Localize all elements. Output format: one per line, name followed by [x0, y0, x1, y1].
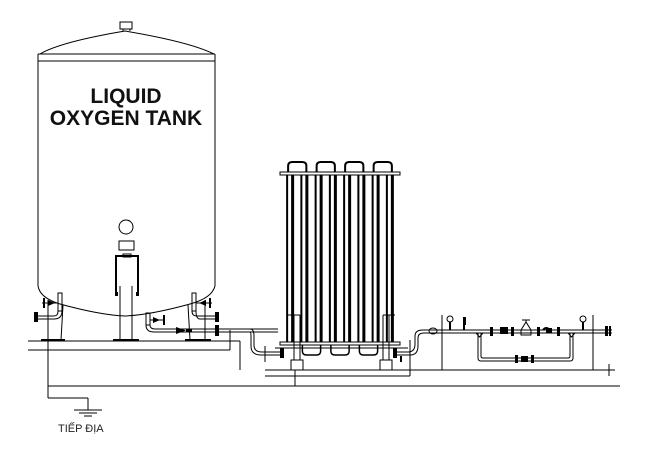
left-tank-valve [34, 292, 63, 322]
left-leg [60, 304, 64, 341]
vaporizer-tube [328, 175, 331, 342]
ground-label: TIẾP ĐỊA [58, 422, 104, 435]
top-nozzle [119, 21, 133, 30]
bottom-u-bend [358, 345, 379, 356]
vaporizer-tube [300, 175, 303, 342]
vaporizer-tube [343, 175, 346, 342]
regulator-station [410, 315, 620, 387]
union-fitting-icon [428, 327, 438, 335]
vaporizer-tube [371, 175, 374, 342]
ambient-vaporizer [279, 161, 401, 356]
vaporizer-tube [314, 175, 317, 342]
right-leg [187, 304, 191, 341]
bottom-u-bend [301, 345, 322, 356]
vaporizer-tube [385, 175, 388, 342]
flange-icon [215, 312, 219, 322]
vaporizer-tube-fin [376, 175, 380, 342]
top-u-bend [372, 161, 393, 172]
vaporizer-tube [286, 175, 289, 342]
gauge-box [118, 240, 135, 251]
valve-handle-icon [43, 298, 45, 308]
valve-handle-icon [163, 315, 165, 325]
vaporizer-tube-fin [305, 175, 309, 342]
vaporizer-base [265, 314, 440, 386]
tank-label-line2: OXYGEN TANK [50, 107, 202, 130]
top-u-bend [287, 161, 308, 172]
base-pedestal-right [379, 359, 393, 371]
valve-flange-icon [490, 327, 493, 336]
level-gauge-icon [118, 219, 134, 235]
outlet-pipe [145, 312, 284, 362]
vaporizer-tube-fin [291, 175, 295, 342]
pressure-regulator-icon [520, 321, 532, 331]
valve-handle-icon [209, 298, 211, 308]
gauge-frame [115, 255, 139, 294]
vaporizer-tube-fin [390, 175, 394, 342]
filter-icon [500, 327, 508, 334]
base-pedestal-left [290, 359, 304, 371]
outlet-flange-icon [605, 326, 608, 336]
right-tank-valve [191, 292, 219, 322]
check-valve-icon [546, 328, 552, 333]
vaporizer-tube-fin [333, 175, 337, 342]
top-u-bend [315, 161, 336, 172]
top-header [279, 171, 401, 176]
tank-label-line1: LIQUID [90, 85, 161, 108]
safety-valve-icon [463, 317, 466, 325]
tank-bottom [37, 285, 216, 317]
bypass-valve-icon [521, 356, 528, 362]
flange-icon [34, 312, 38, 322]
bottom-u-bend [330, 345, 350, 356]
check-valve-icon [176, 327, 186, 334]
pressure-gauge-icon [446, 315, 454, 323]
liquid-oxygen-tank: LIQUID OXYGEN TANK [37, 21, 216, 341]
pressure-gauge-icon [579, 315, 587, 323]
flange-icon [215, 325, 219, 336]
vaporizer-tube [357, 175, 360, 342]
vaporizer-tube-fin [319, 175, 323, 342]
tank-dome [39, 30, 215, 55]
vaporizer-tube-fin [348, 175, 352, 342]
bottom-header [279, 341, 401, 346]
ground-symbol-icon [74, 409, 102, 417]
top-u-bend [344, 161, 365, 172]
vaporizer-tube-fin [362, 175, 366, 342]
